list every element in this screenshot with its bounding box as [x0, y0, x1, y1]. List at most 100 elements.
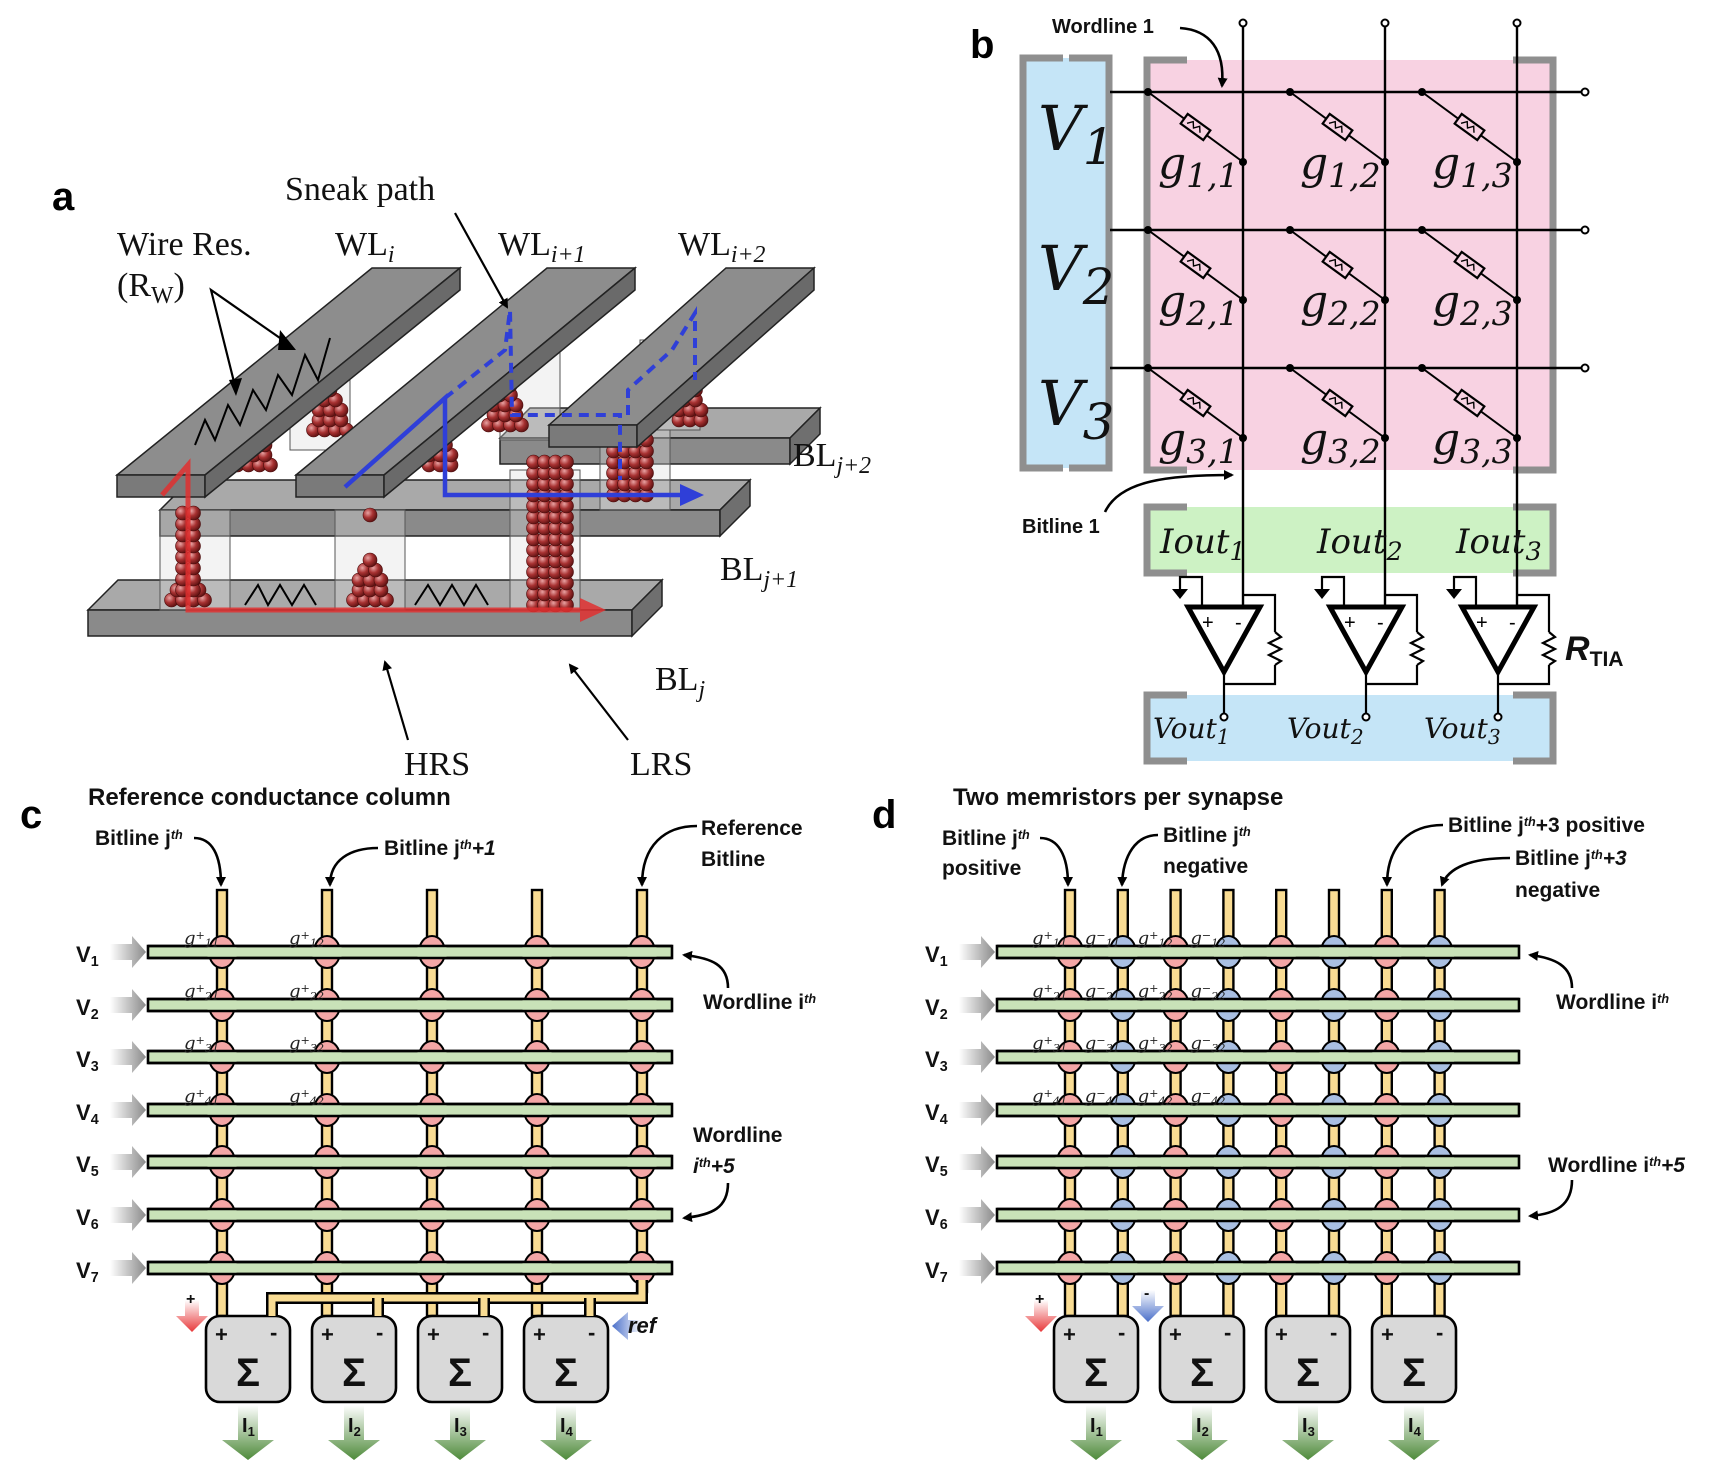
summer-box [204, 1314, 292, 1404]
output-current-label: I2 [348, 1415, 361, 1439]
wordline-overlay [417, 947, 447, 957]
bitline-terminal [1238, 18, 1248, 28]
bitline-j-negative-callout-arrow [1117, 833, 1159, 887]
summer-box [1158, 1314, 1246, 1404]
conductance-label: g2,3 [1432, 276, 1513, 333]
bar-side-face [789, 406, 821, 466]
lrs-filament [526, 531, 574, 547]
wordline-front-face [548, 424, 638, 448]
wordline-overlay [417, 1210, 447, 1220]
wire-resistance-zigzag [414, 583, 489, 607]
summing-amplifier-2: +-ΣI2 [1158, 1314, 1246, 1460]
feedback-wire [1385, 593, 1419, 632]
memristor-cell [1144, 88, 1247, 166]
conductance-label: g1,1 [1158, 138, 1239, 195]
conductance-label: g+41 [1032, 1086, 1067, 1108]
wordline-overlay [1161, 1105, 1191, 1115]
wordline-overlay [1108, 1105, 1138, 1115]
input-voltage-label: V7 [925, 1258, 948, 1286]
memristor-icon-zigzag [1460, 120, 1475, 133]
output-terminal [1493, 712, 1503, 722]
lrs-filament [526, 520, 574, 536]
reference-bitline-callout-line2: Bitline [701, 848, 765, 871]
memristor-icon-zigzag [1186, 258, 1201, 271]
input-voltage-label: V5 [76, 1152, 99, 1180]
lrs-filament [606, 465, 654, 481]
hrs-filament [346, 552, 394, 608]
filament-ball [559, 454, 574, 470]
input-arrow-icon [959, 1199, 995, 1231]
positive-marker: + [1035, 1291, 1044, 1308]
wordline-overlay [417, 1000, 447, 1010]
feedback-resistor-icon [1540, 631, 1558, 666]
hrs-filament [362, 507, 378, 523]
wordline-overlay [1213, 1210, 1243, 1220]
memristor-cell [1418, 226, 1521, 304]
wordline-overlay [1161, 1263, 1191, 1273]
output-current-arrow-icon [222, 1405, 274, 1460]
wordline-overlay [312, 1052, 342, 1062]
wordline-overlay [627, 1105, 657, 1115]
summer-minus-input: - [1118, 1320, 1125, 1345]
summer-box [310, 1314, 398, 1404]
input-arrow-icon [110, 1041, 146, 1073]
memristor-cell [1418, 364, 1521, 442]
summer-box [522, 1314, 610, 1404]
conductance-label: g−12 [1190, 928, 1225, 950]
feedback-wire [1224, 665, 1277, 686]
output-voltage-label-1: Vout1 [1153, 712, 1230, 749]
bracket-left [1019, 54, 1063, 472]
bar-side-face [719, 478, 751, 538]
lrs-filament [526, 454, 574, 470]
conductance-label: g1,2 [1300, 138, 1381, 195]
wordline-overlay [1372, 1263, 1402, 1273]
summer-box [1052, 1314, 1140, 1404]
output-current-label-3: Iout3 [1455, 522, 1542, 567]
wordline-overlay [1319, 1157, 1349, 1167]
bar-front-face [159, 509, 721, 537]
input-arrow-icon [110, 1252, 146, 1284]
output-current-arrow-icon [434, 1405, 486, 1460]
sigma-icon: Σ [236, 1351, 260, 1395]
bitline-1-callout-arrow [1103, 470, 1234, 513]
wordline-overlay [1372, 1105, 1402, 1115]
panel-title-c: Reference conductance column [88, 784, 451, 811]
ground-wire [1178, 575, 1204, 607]
wordline-side-face [636, 266, 815, 449]
output-current-label: I2 [1196, 1415, 1209, 1439]
negative-input-arrow-icon [1132, 1290, 1164, 1322]
wordline-overlay [522, 1210, 552, 1220]
wordline-overlay [207, 1263, 237, 1273]
wordline-overlay [627, 947, 657, 957]
hrs-pointer [382, 660, 410, 741]
wordline-i5-callout-line2: ith+5 [693, 1155, 735, 1178]
wordline-overlay [627, 1000, 657, 1010]
conductance-label: g3,3 [1432, 414, 1513, 471]
output-terminal [1219, 712, 1229, 722]
wordline-front-face [295, 474, 385, 498]
wordline-overlay [1372, 1210, 1402, 1220]
feedback-resistor-icon [1408, 631, 1426, 666]
summing-amplifier-1: +-ΣI1 [1052, 1314, 1140, 1460]
sigma-icon: Σ [448, 1351, 472, 1395]
summer-plus-input: + [1169, 1322, 1182, 1347]
wordline-overlay [417, 1157, 447, 1167]
wordline-terminal [1580, 363, 1590, 373]
input-arrow-icon [110, 1199, 146, 1231]
memristor-icon-zigzag [1328, 120, 1343, 133]
bitline-label-2: BLj+1 [720, 551, 798, 593]
wordline-label-3: WLi+2 [678, 226, 766, 268]
memristor-icon-zigzag [1460, 258, 1475, 271]
conductance-label: g1,3 [1432, 138, 1513, 195]
summer-minus-input: - [1330, 1320, 1337, 1345]
ground-icon [1446, 589, 1462, 599]
conductance-label: g+12 [1138, 928, 1173, 950]
bitline-j-callout-arrow [193, 836, 226, 887]
wordline-overlay [1372, 947, 1402, 957]
wordline-overlay [312, 1263, 342, 1273]
summer-plus-input: + [321, 1322, 334, 1347]
opamp-triangle [1183, 604, 1265, 678]
sigma-icon: Σ [1084, 1351, 1108, 1395]
